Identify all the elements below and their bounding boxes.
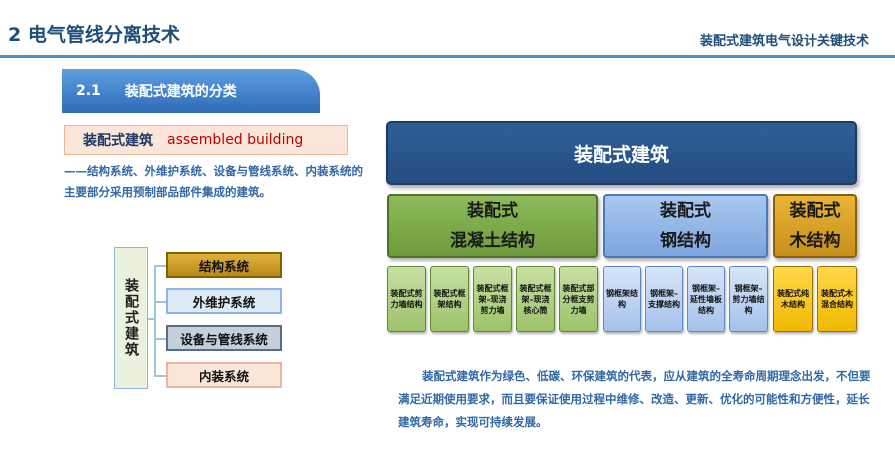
category-concrete: 装配式 混凝土结构 — [387, 194, 598, 258]
subtype-concrete-shear-wall: 装配式剪力墙结构 — [387, 266, 426, 332]
tree-connector-branch — [154, 338, 166, 340]
category-wood-line1: 装配式 — [789, 201, 841, 221]
tree-connector-branch — [154, 265, 166, 267]
subtype-concrete-frame-core-tube: 装配式框架–现浇核心筒 — [516, 266, 555, 332]
category-steel-line2: 钢结构 — [660, 231, 711, 251]
tree-node-interior-system: 内装系统 — [166, 362, 282, 388]
page-subtitle: 装配式建筑电气设计关键技术 — [699, 34, 869, 49]
subtype-concrete-frame-supported: 装配式部分框支剪力墙 — [559, 266, 598, 332]
section-number: 2.1 — [76, 83, 101, 99]
tree-connector-branch — [154, 375, 166, 377]
summary-text: 装配式建筑作为绿色、低碳、环保建筑的代表，应从建筑的全寿命周期理念出发，不但要满… — [398, 365, 876, 434]
tree-node-envelope-system: 外维护系统 — [166, 288, 282, 314]
section-title: 装配式建筑的分类 — [124, 84, 237, 100]
subtype-wood-mixed: 装配式木混合结构 — [817, 266, 857, 332]
category-concrete-line2: 混凝土结构 — [450, 231, 535, 251]
category-wood-line2: 木结构 — [789, 231, 841, 251]
definition-term-en: assembled building — [167, 132, 304, 148]
subtype-steel-frame-shear-wall: 钢框架–剪力墙结构 — [729, 266, 768, 332]
subtype-concrete-frame-shear-wall: 装配式框架–现浇剪力墙 — [473, 266, 512, 332]
tree-connector-branch — [154, 301, 166, 303]
page-title: 2 电气管线分离技术 — [8, 24, 180, 46]
tree-root: 装配式建筑 — [114, 247, 148, 389]
category-steel: 装配式 钢结构 — [603, 194, 768, 258]
category-steel-line1: 装配式 — [660, 201, 711, 221]
subtype-steel-frame-ductile-wall: 钢框架–延性墙板结构 — [687, 266, 725, 332]
category-concrete-line1: 装配式 — [467, 201, 518, 221]
subtype-steel-frame: 钢框架结构 — [603, 266, 641, 332]
tree-node-equipment-pipeline-system: 设备与管线系统 — [166, 325, 282, 351]
subtype-concrete-frame: 装配式框架结构 — [430, 266, 469, 332]
tree-connector-root — [148, 318, 155, 320]
subtype-wood-pure: 装配式纯木结构 — [773, 266, 813, 332]
definition-text: ——结构系统、外维护系统、设备与管线系统、内装系统的主要部分采用预制部品部件集成… — [64, 164, 363, 199]
definition-box: 装配式建筑 assembled building — [64, 125, 348, 155]
subtype-steel-frame-brace: 钢框架–支撑结构 — [645, 266, 683, 332]
header-divider — [0, 55, 895, 58]
definition-term-cn: 装配式建筑 — [83, 133, 153, 149]
section-banner: 2.1 装配式建筑的分类 — [62, 69, 320, 113]
tree-node-structure-system: 结构系统 — [166, 252, 282, 278]
category-wood: 装配式 木结构 — [773, 194, 857, 258]
tree-connector-trunk — [154, 265, 156, 377]
summary-body: 装配式建筑作为绿色、低碳、环保建筑的代表，应从建筑的全寿命周期理念出发，不但要满… — [398, 369, 871, 429]
classification-top: 装配式建筑 — [386, 121, 857, 185]
